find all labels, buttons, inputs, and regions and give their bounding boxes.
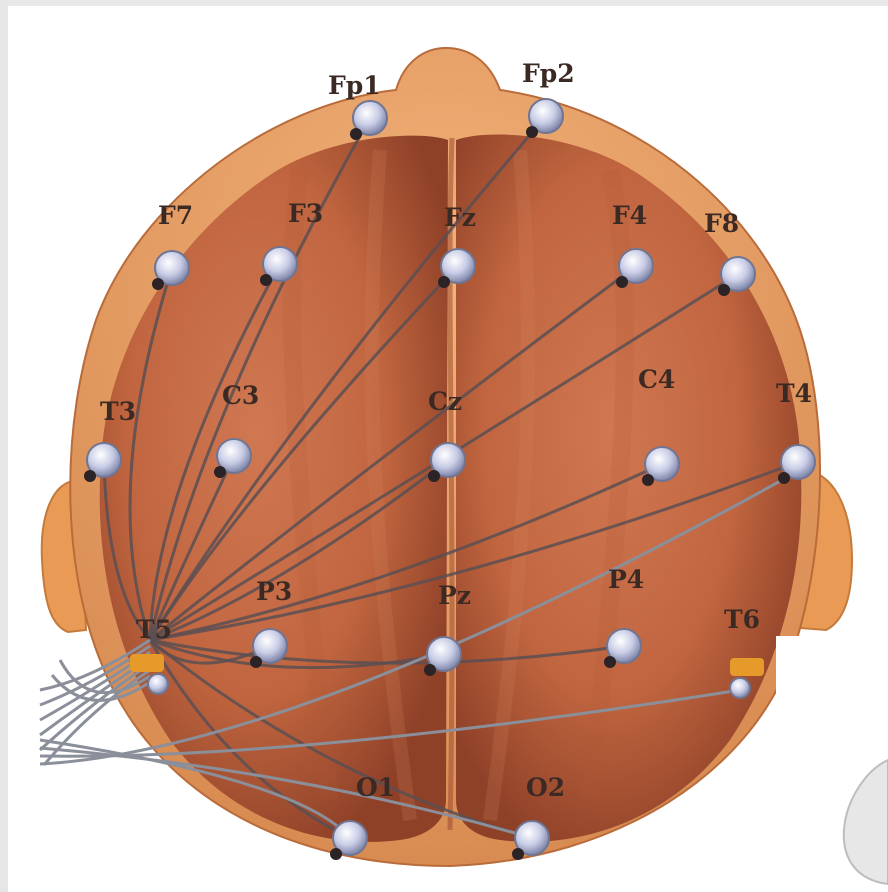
- label-o1: O1: [356, 773, 395, 802]
- reference-clip-right: [730, 658, 764, 676]
- label-f7: F7: [158, 201, 193, 230]
- label-t4: T4: [776, 379, 812, 408]
- label-t6: T6: [724, 605, 760, 634]
- reference-electrode: [730, 678, 750, 698]
- label-fp2: Fp2: [522, 59, 575, 88]
- label-fz: Fz: [444, 203, 476, 232]
- label-fp1: Fp1: [328, 71, 381, 100]
- reference-electrode: [148, 674, 168, 694]
- label-c4: C4: [638, 365, 675, 394]
- label-pz: Pz: [438, 581, 471, 610]
- label-cz: Cz: [428, 387, 462, 416]
- label-t3: T3: [100, 397, 136, 426]
- label-f4: F4: [612, 201, 647, 230]
- label-c3: C3: [222, 381, 259, 410]
- label-o2: O2: [526, 773, 565, 802]
- reference-clip-left: [130, 654, 164, 672]
- label-p4: P4: [608, 565, 644, 594]
- label-f8: F8: [704, 209, 739, 238]
- longitudinal-fissure: [450, 138, 452, 830]
- label-f3: F3: [288, 199, 323, 228]
- label-t5: T5: [136, 615, 172, 644]
- label-p3: P3: [256, 577, 292, 606]
